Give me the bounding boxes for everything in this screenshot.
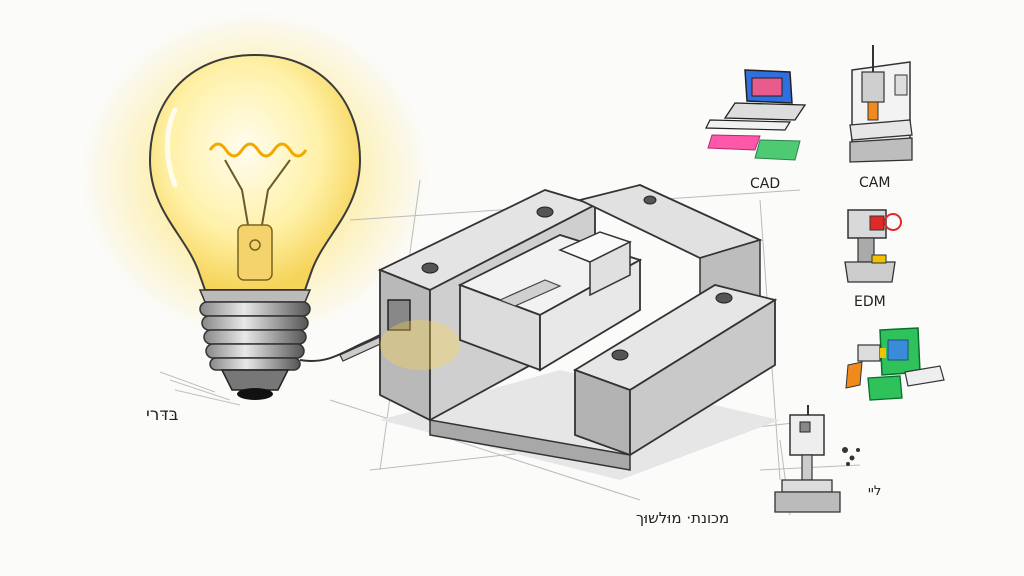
- label-small-caption: ליי: [868, 484, 882, 499]
- label-cad: CAD: [750, 176, 781, 192]
- computer-components-icon: [845, 327, 945, 401]
- label-machine-caption: מכונת· מוּלשוּך: [636, 509, 730, 527]
- cad-workstation-icon: [705, 69, 807, 161]
- label-bulb-caption: בּדּרי: [146, 405, 179, 425]
- light-bulb-icon: [80, 10, 430, 406]
- drill-press-icon: [759, 405, 861, 516]
- edm-machine-icon: [844, 209, 902, 283]
- cam-machine-icon: [849, 45, 913, 163]
- label-edm: EDM: [854, 294, 886, 310]
- mold-block-icon: [329, 179, 821, 501]
- label-cam: CAM: [859, 175, 891, 191]
- wire: [299, 324, 401, 362]
